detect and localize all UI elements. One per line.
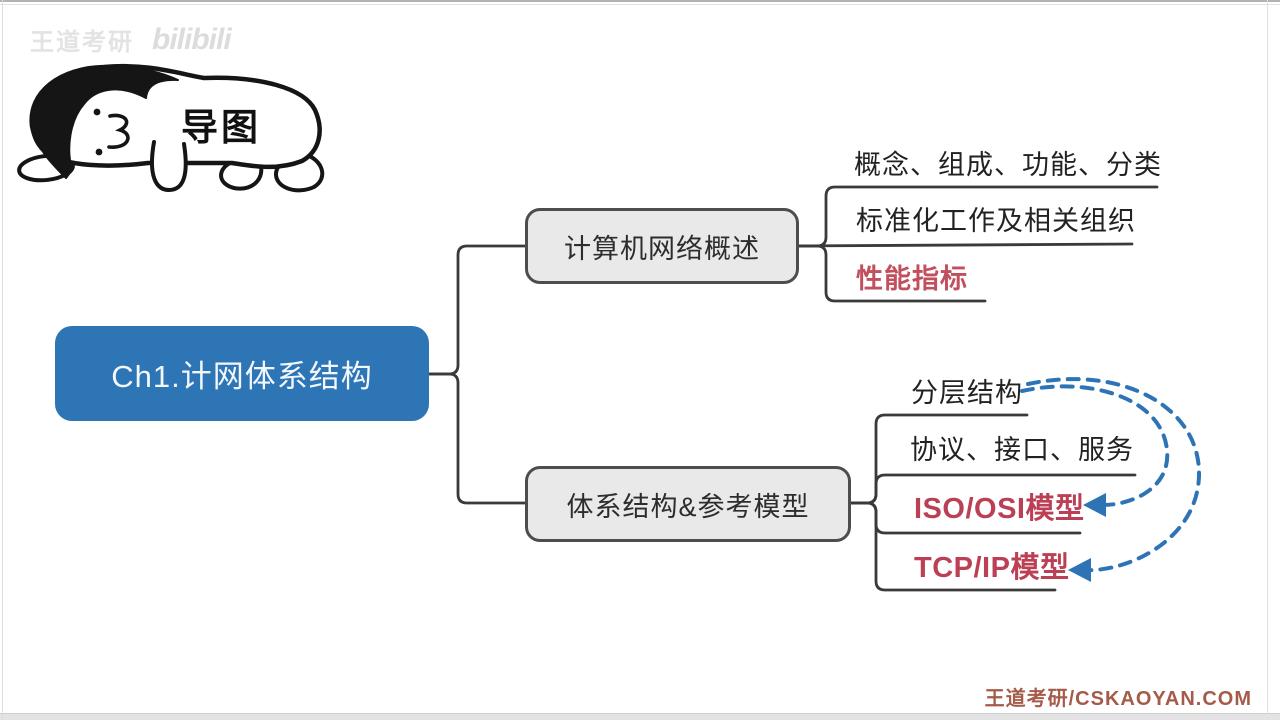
mascot-graphic: 导图: [17, 63, 325, 193]
leaf-concepts-composition: 概念、组成、功能、分类: [854, 150, 1162, 180]
mascot-arm: [149, 140, 188, 193]
channel-watermark: 王道考研: [30, 29, 134, 56]
arrowhead-tcpip: [1068, 558, 1091, 582]
mascot-mouth: [107, 113, 130, 149]
branch-node-label: 体系结构&参考模型: [566, 491, 810, 522]
mascot-eye-top: [93, 108, 101, 116]
top-edge-hairline: [0, 4, 1280, 5]
bottom-edge-bar: [0, 713, 1280, 720]
branch-node-label: 计算机网络概述: [564, 233, 760, 264]
leaf-layered-structure: 分层结构: [911, 378, 1023, 408]
footer-credit: 王道考研/CSKAOYAN.COM: [984, 688, 1252, 710]
mascot-label: 导图: [181, 107, 261, 148]
root-node-label: Ch1.计网体系结构: [111, 359, 373, 394]
right-edge-line: [1267, 0, 1268, 720]
arrowhead-osi: [1083, 493, 1106, 517]
wire-leaf-standards: [797, 242, 1134, 248]
top-edge-bar: [0, 0, 1280, 2]
bilibili-logo: bilibili: [152, 23, 232, 56]
mascot-hair: [30, 65, 179, 179]
root-node: Ch1.计网体系结构: [55, 326, 429, 421]
leaf-standardization: 标准化工作及相关组织: [856, 206, 1136, 236]
branch-node-architecture-models: 体系结构&参考模型: [525, 466, 851, 542]
leaf-performance-metrics: 性能指标: [856, 264, 968, 294]
leaf-tcp-ip-model: TCP/IP模型: [914, 552, 1070, 584]
branch-node-network-overview: 计算机网络概述: [525, 208, 799, 284]
left-edge-line: [2, 0, 3, 720]
leaf-protocol-interface-service: 协议、接口、服务: [910, 435, 1134, 465]
wire-root-branch1: [427, 244, 527, 376]
mascot-eye-bottom: [95, 148, 103, 156]
watermark-row: 王道考研 bilibili: [30, 22, 232, 57]
dashed-arrow-to-tcpip: [1026, 377, 1202, 573]
wire-root-branch2: [427, 372, 527, 505]
leaf-iso-osi-model: ISO/OSI模型: [914, 493, 1085, 525]
